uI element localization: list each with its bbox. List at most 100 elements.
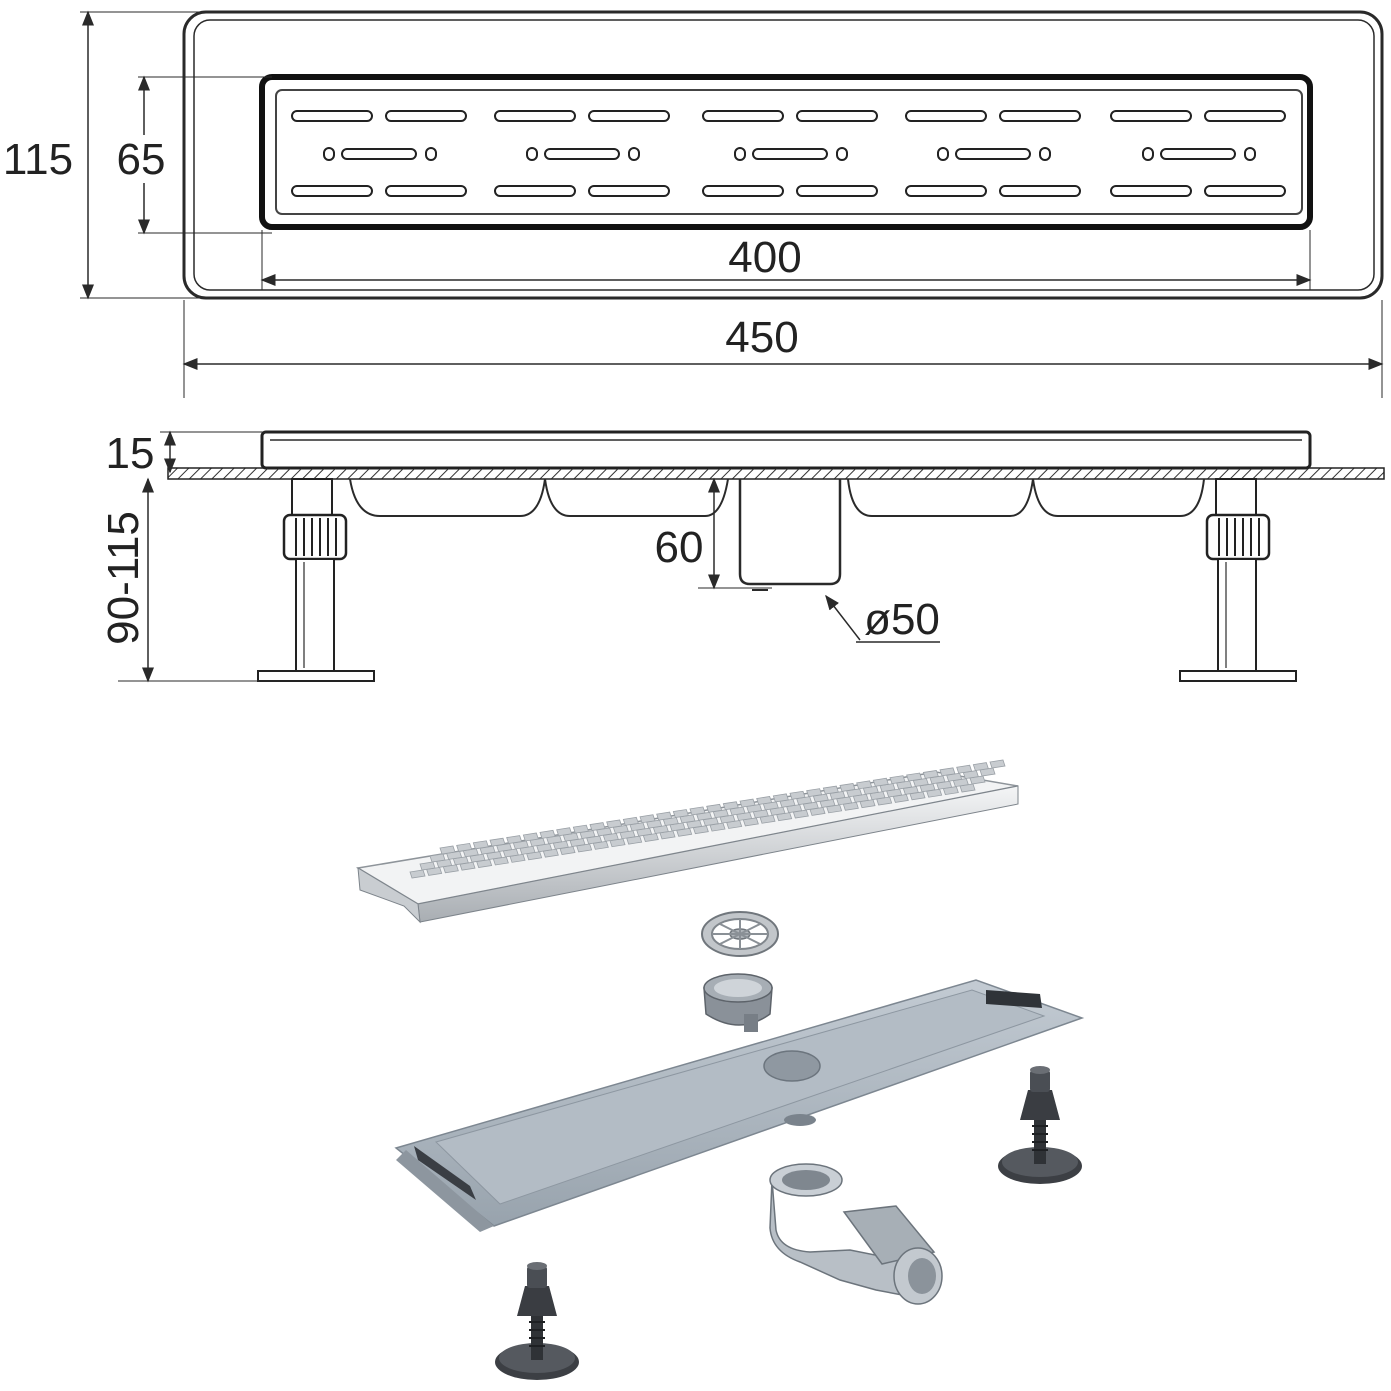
grate-slot [1204, 185, 1286, 197]
grate-slot-pattern [291, 110, 1286, 197]
odour-trap-cup [703, 973, 773, 1032]
drain-channel-3d [394, 979, 1085, 1232]
cover-hole [572, 824, 589, 834]
cover-hole [656, 811, 673, 821]
grate-slot [385, 185, 467, 197]
grate-slot [588, 110, 670, 122]
grate-slot [752, 148, 828, 160]
cover-hole [456, 842, 473, 852]
grate-hole [323, 147, 335, 161]
grate-hole [628, 147, 640, 161]
grate-slot [999, 110, 1081, 122]
grate-slot [544, 148, 620, 160]
grate-slot [1110, 110, 1192, 122]
grate-cover-holes [409, 759, 1006, 879]
leveling-foot-right-3d [998, 1066, 1082, 1184]
cover-hole [922, 769, 939, 779]
grate-slot [494, 110, 576, 122]
cover-hole [856, 780, 873, 790]
cover-hole [956, 764, 973, 774]
cover-hole [639, 814, 656, 824]
dim-label-400: 400 [728, 233, 801, 282]
grate-slot [1204, 110, 1286, 122]
dim-label-90-115: 90-115 [99, 511, 148, 645]
cover-hole [419, 861, 436, 871]
cover-hole [756, 796, 773, 805]
grate-hole [734, 147, 746, 161]
cover-hole [706, 803, 723, 813]
grate-slot [999, 185, 1081, 197]
grate-hole [937, 147, 949, 161]
grate-slot [702, 185, 784, 197]
grate-hole [1142, 147, 1154, 161]
dim-label-65: 65 [117, 135, 166, 184]
cover-hole [506, 835, 523, 845]
cover-hole [409, 869, 426, 879]
channel-body [349, 478, 1205, 517]
cover-hole [489, 837, 506, 847]
cover-hole [972, 762, 989, 772]
grate-slot [796, 110, 878, 122]
hair-strainer [701, 911, 779, 957]
cover-hole [672, 809, 689, 818]
outer-frame-inner [193, 19, 1375, 291]
cover-hole [789, 790, 806, 800]
grate-slot [291, 110, 373, 122]
exploded-view [355, 759, 1085, 1380]
cover-hole [689, 806, 706, 816]
dim-label-diameter: ø50 [864, 595, 940, 644]
cover-hole [889, 775, 906, 785]
floor-section [167, 467, 1385, 480]
dim-label-15: 15 [106, 429, 155, 478]
leveling-foot-left-3d [495, 1262, 579, 1380]
outer-frame [182, 10, 1384, 300]
cover-hole [606, 819, 623, 829]
cover-hole [622, 816, 639, 826]
cover-hole [822, 785, 839, 795]
grate-slot [494, 185, 576, 197]
grate-hole [1039, 147, 1051, 161]
cover-hole [772, 793, 789, 803]
side-view: 15 90-115 60 ø50 [99, 428, 1385, 683]
cover-hole [872, 777, 889, 787]
cover-hole [906, 772, 923, 782]
cover-hole [439, 845, 456, 855]
grate-slot [905, 185, 987, 197]
cover-hole [739, 798, 756, 808]
grate-slot [588, 185, 670, 197]
siphon-outlet [769, 1163, 943, 1305]
cover-hole [839, 783, 856, 792]
cover-hole [472, 840, 489, 850]
cover-hole [806, 788, 823, 798]
cover-hole [556, 827, 573, 837]
outlet-pipe [738, 479, 842, 586]
grate-cover-3d [355, 759, 1019, 924]
grate-slot [1110, 185, 1192, 197]
cover-hole [429, 853, 446, 863]
grate-slot [1160, 148, 1236, 160]
cover-hole [522, 832, 539, 842]
grate-hole [526, 147, 538, 161]
grate-hole [425, 147, 437, 161]
leveling-leg-right [1179, 478, 1297, 682]
grate-slot [702, 110, 784, 122]
cover-hole [939, 767, 956, 777]
grate-slot [796, 185, 878, 197]
grate-slot [955, 148, 1031, 160]
dim-label-115: 115 [3, 135, 73, 184]
cover-hole [989, 759, 1006, 769]
cover-hole [589, 822, 606, 831]
grate-hole [1244, 147, 1256, 161]
dim-label-450: 450 [725, 313, 798, 362]
dim-label-60: 60 [655, 523, 704, 572]
grate-slot [385, 110, 467, 122]
grate-slot [905, 110, 987, 122]
top-view: 115 65 400 450 [0, 10, 1384, 398]
grate-slot [341, 148, 417, 160]
leveling-leg-left [257, 478, 375, 682]
grate-hole [836, 147, 848, 161]
cover-hole [722, 801, 739, 811]
cover-hole [539, 829, 556, 839]
grate-slot [291, 185, 373, 197]
